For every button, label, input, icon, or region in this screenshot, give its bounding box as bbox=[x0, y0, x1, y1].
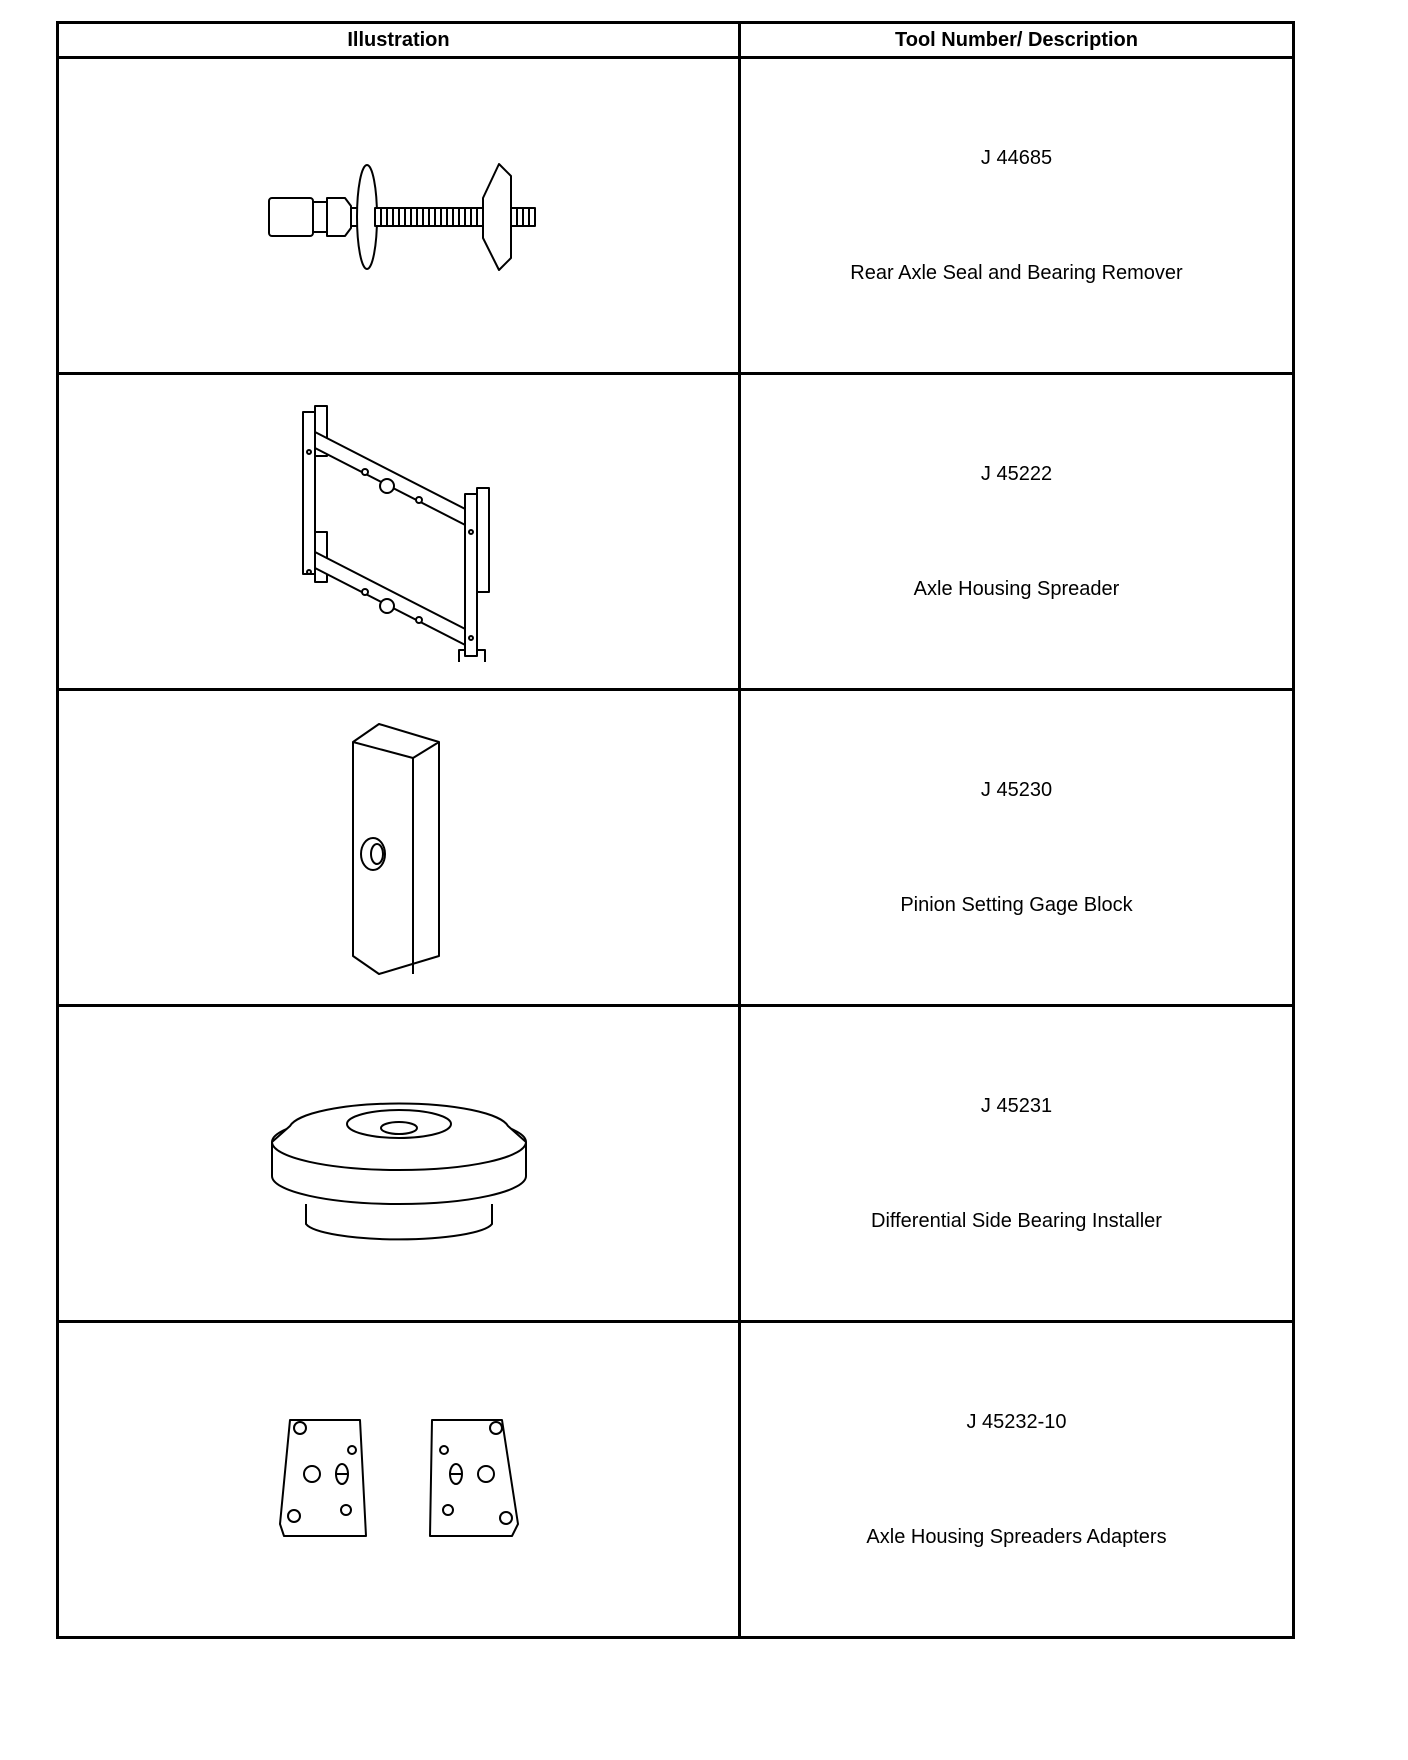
axle-seal-bearing-remover-icon bbox=[267, 162, 536, 271]
description-cell: J 45231 Differential Side Bearing Instal… bbox=[738, 1004, 1295, 1323]
table-header-row: Illustration Tool Number/ Description bbox=[56, 21, 1295, 59]
description-cell: J 44685 Rear Axle Seal and Bearing Remov… bbox=[738, 56, 1295, 375]
illustration-cell bbox=[56, 372, 741, 691]
tool-description: Axle Housing Spreader bbox=[913, 577, 1120, 600]
bearing-installer-icon bbox=[270, 1102, 527, 1240]
tool-number: J 45231 bbox=[980, 1094, 1053, 1117]
tool-number: J 45230 bbox=[980, 778, 1053, 801]
tool-description: Axle Housing Spreaders Adapters bbox=[866, 1525, 1167, 1548]
tool-description: Rear Axle Seal and Bearing Remover bbox=[850, 261, 1183, 284]
tool-number: J 45232-10 bbox=[966, 1410, 1067, 1433]
illustration-cell bbox=[56, 1320, 741, 1639]
header-illustration: Illustration bbox=[56, 21, 741, 59]
description-cell: J 45232-10 Axle Housing Spreaders Adapte… bbox=[738, 1320, 1295, 1639]
header-tool-number-description: Tool Number/ Description bbox=[738, 21, 1295, 59]
tool-number: J 45222 bbox=[980, 462, 1053, 485]
table-row: J 45232-10 Axle Housing Spreaders Adapte… bbox=[56, 1320, 1295, 1639]
table-row: J 45231 Differential Side Bearing Instal… bbox=[56, 1004, 1295, 1323]
tool-description: Differential Side Bearing Installer bbox=[871, 1209, 1162, 1232]
gage-block-icon bbox=[351, 722, 440, 975]
illustration-cell bbox=[56, 688, 741, 1007]
table-row: J 45222 Axle Housing Spreader bbox=[56, 372, 1295, 691]
tool-number: J 44685 bbox=[980, 146, 1053, 169]
tool-description: Pinion Setting Gage Block bbox=[900, 893, 1133, 916]
tool-table: Illustration Tool Number/ Description bbox=[56, 21, 1295, 1639]
illustration-cell bbox=[56, 1004, 741, 1323]
table-row: J 44685 Rear Axle Seal and Bearing Remov… bbox=[56, 56, 1295, 375]
illustration-cell bbox=[56, 56, 741, 375]
description-cell: J 45222 Axle Housing Spreader bbox=[738, 372, 1295, 691]
axle-housing-spreader-icon bbox=[301, 404, 490, 662]
description-cell: J 45230 Pinion Setting Gage Block bbox=[738, 688, 1295, 1007]
table-row: J 45230 Pinion Setting Gage Block bbox=[56, 688, 1295, 1007]
spreader-adapters-icon bbox=[278, 1418, 519, 1537]
